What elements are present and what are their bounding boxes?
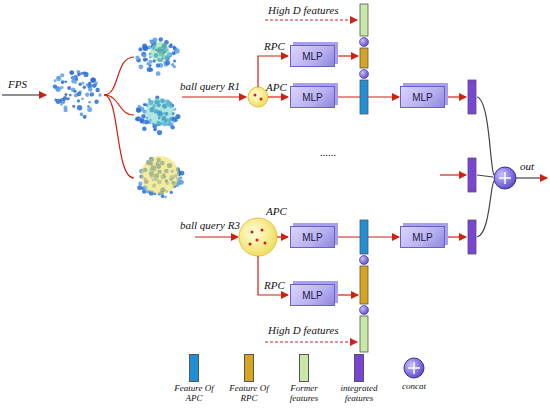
concat-symbol (360, 38, 369, 315)
text-label: FPS (8, 78, 27, 90)
legend-item: integrated features (331, 354, 387, 404)
legend-text: Feature Of APC (166, 384, 222, 404)
text-label: High D features (268, 324, 338, 336)
legend-swatch (354, 354, 364, 382)
concat-symbol (400, 354, 428, 382)
concat-symbol (499, 172, 511, 184)
text-label: ball query R1 (180, 80, 240, 92)
node-text: MLP (412, 92, 433, 103)
input-arrows (258, 56, 466, 295)
legend-text: Former features (276, 384, 332, 404)
ball-sphere (239, 218, 277, 256)
output-arrow (516, 177, 547, 178)
legend-text: integrated features (331, 384, 387, 404)
node-text: MLP (412, 232, 433, 243)
node-text: MLP (302, 232, 323, 243)
legend-swatch (299, 354, 309, 382)
text-label: out (520, 160, 534, 172)
legend-item: Former features (276, 354, 332, 404)
legend-swatch (189, 354, 199, 382)
text-label: High D features (268, 4, 338, 16)
text-label: ...... (320, 146, 337, 158)
feature-arrow (265, 20, 357, 21)
node-text: MLP (302, 51, 323, 62)
legend-text: concat (386, 382, 442, 392)
feature-column (360, 4, 476, 352)
node-text: MLP (302, 92, 323, 103)
mlp-box: MLP (400, 226, 445, 248)
mlp-box: MLP (400, 86, 445, 108)
mlp-box: MLP (290, 226, 335, 248)
mlp-box: MLP (290, 86, 335, 108)
legend-swatch (244, 354, 254, 382)
query-arrow (182, 96, 246, 97)
text-label: RPC (264, 40, 285, 52)
legend-item: Feature Of APC (166, 354, 222, 404)
ball-sphere (248, 87, 268, 107)
legend-item: Feature Of RPC (221, 354, 277, 404)
query-arrow (195, 236, 238, 237)
text-label: APC (266, 205, 287, 217)
legend-text: Feature Of RPC (221, 384, 277, 404)
text-label: ball query R3 (180, 219, 240, 231)
text-label: APC (266, 81, 287, 93)
legend-item: concat (386, 354, 442, 392)
feature-arrow (265, 342, 357, 343)
point-cloud (53, 37, 185, 198)
text-label: RPC (264, 279, 285, 291)
mlp-box: MLP (290, 284, 335, 306)
fps-arrow (2, 94, 46, 95)
concat-symbol (494, 167, 516, 189)
merge-curves (477, 97, 494, 237)
node-text: MLP (302, 290, 323, 301)
mlp-box: MLP (290, 45, 335, 67)
branch-curves (104, 57, 134, 178)
